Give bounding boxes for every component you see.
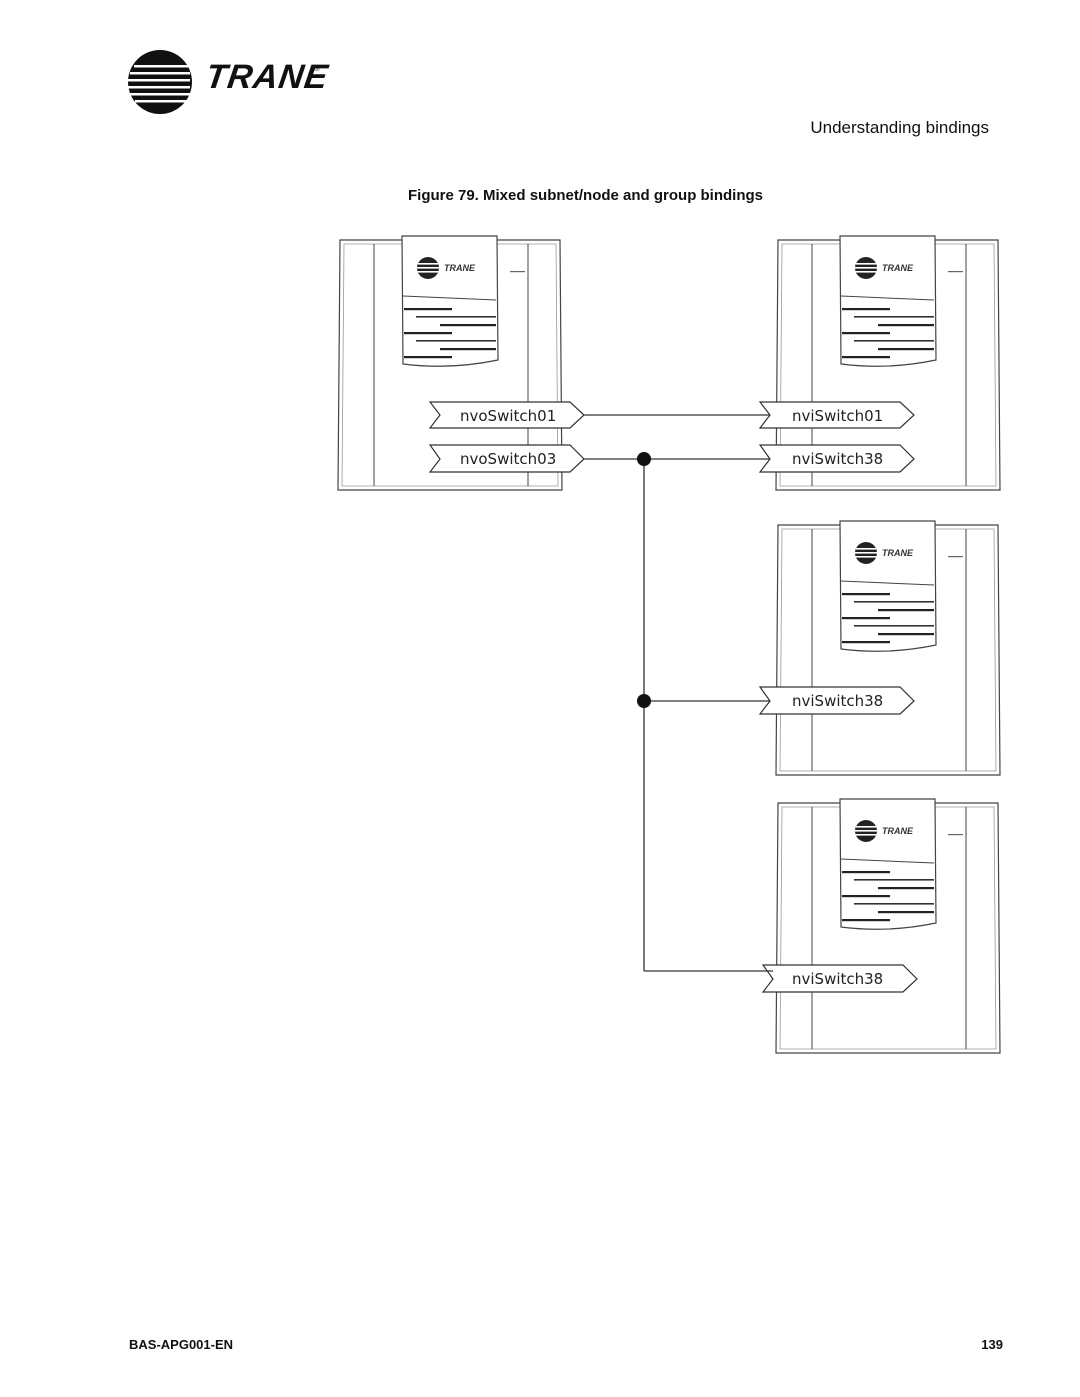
- trane-logo-circle-icon: [128, 50, 192, 114]
- device-target-1: TRANE: [775, 235, 1001, 491]
- output-tag-nvoswitch03: nvoSwitch03: [428, 444, 585, 473]
- device-brand-label: TRANE: [444, 263, 476, 273]
- device-brand-label: TRANE: [882, 548, 914, 558]
- footer-page-number: 139: [981, 1337, 1003, 1352]
- input-tag-label: nviSwitch38: [792, 970, 883, 988]
- trane-logo: TRANE ®: [126, 48, 336, 118]
- device-brand-label: TRANE: [882, 263, 914, 273]
- figure-caption: Figure 79. Mixed subnet/node and group b…: [408, 187, 764, 204]
- registered-mark: ®: [314, 64, 320, 73]
- input-tag-label: nviSwitch01: [792, 407, 883, 425]
- device-source: TRANE: [337, 235, 563, 491]
- device-target-3: TRANE: [775, 798, 1001, 1054]
- input-tag-nviswitch38-a: nviSwitch38: [758, 444, 915, 473]
- junction-dot: [637, 694, 651, 708]
- junction-dot: [637, 452, 651, 466]
- output-tag-label: nvoSwitch03: [460, 450, 556, 468]
- input-tag-label: nviSwitch38: [792, 692, 883, 710]
- binding-lines: [584, 414, 773, 972]
- device-target-2: TRANE: [775, 520, 1001, 776]
- input-tag-nviswitch01: nviSwitch01: [758, 401, 915, 429]
- input-tag-nviswitch38-c: nviSwitch38: [761, 964, 918, 993]
- section-title: Understanding bindings: [810, 118, 989, 137]
- output-tag-nvoswitch01: nvoSwitch01: [428, 401, 585, 429]
- output-tag-label: nvoSwitch01: [460, 407, 556, 425]
- input-tag-nviswitch38-b: nviSwitch38: [758, 686, 915, 715]
- input-tag-label: nviSwitch38: [792, 450, 883, 468]
- footer-doc-id: BAS-APG001-EN: [129, 1337, 234, 1352]
- device-brand-label: TRANE: [882, 826, 914, 836]
